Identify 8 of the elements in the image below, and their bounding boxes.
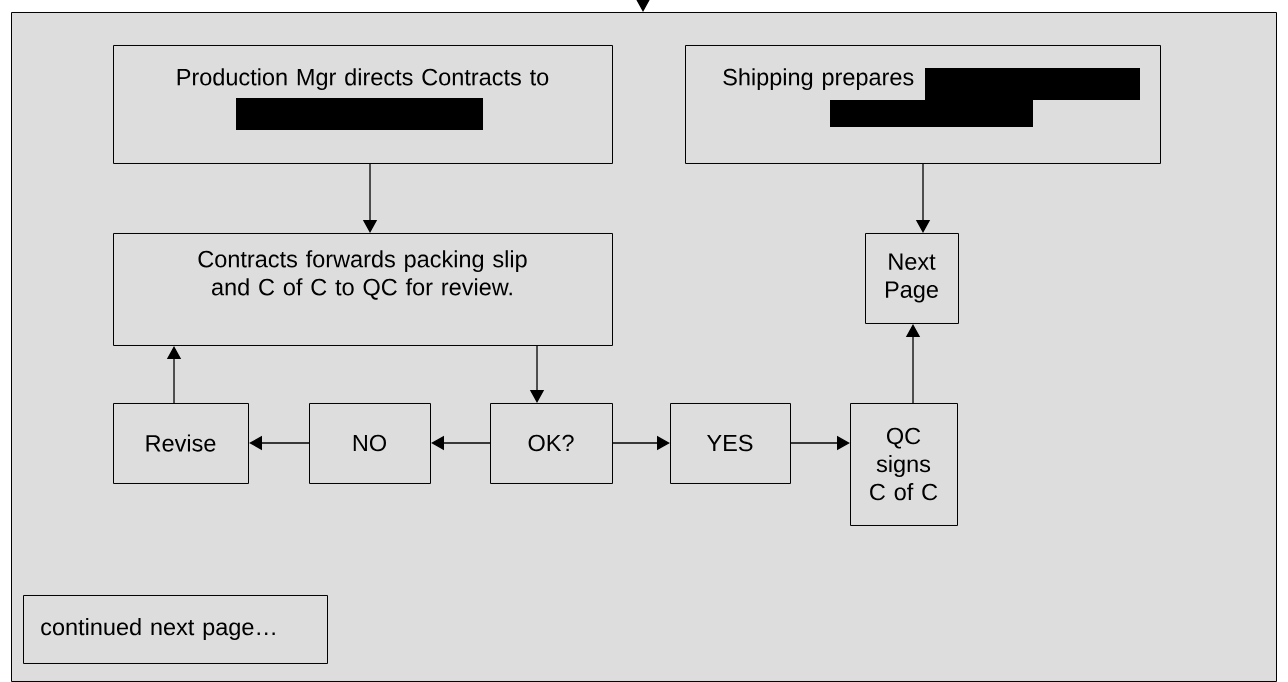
process-box: OK? — [490, 403, 613, 484]
process-box: Next Page — [865, 233, 959, 324]
process-box: NO — [309, 403, 431, 484]
process-box: Revise — [113, 403, 249, 484]
process-box: QC signs C of C — [850, 403, 958, 526]
process-box: Contracts forwards packing slip and C of C to QC for review. — [113, 233, 613, 346]
note-box: continued next page… — [23, 595, 328, 664]
process-box: YES — [670, 403, 791, 484]
